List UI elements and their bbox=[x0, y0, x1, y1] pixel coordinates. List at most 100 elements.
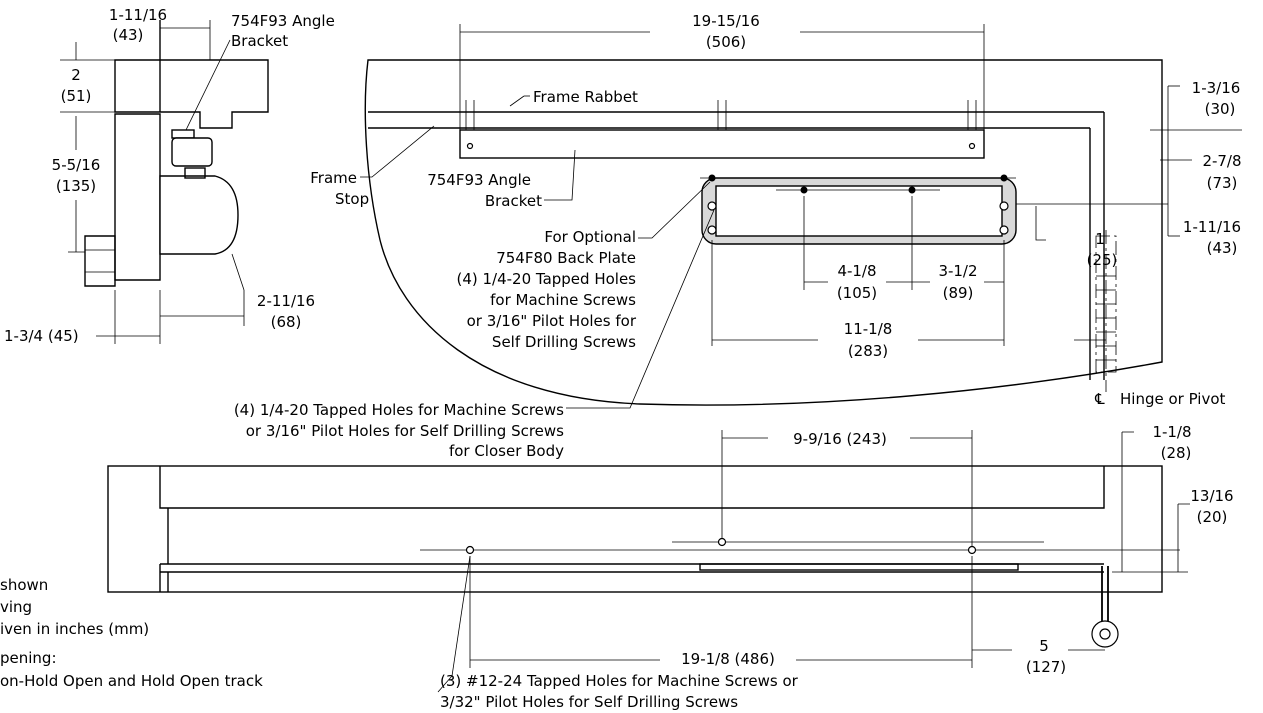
side-bracket-label-1: 754F93 Angle bbox=[231, 12, 335, 30]
top-dim-1118-in: 11-1/8 bbox=[844, 320, 893, 338]
front-pivot-stem bbox=[1101, 566, 1109, 622]
top-backplate-3: (4) 1/4-20 Tapped Holes bbox=[456, 270, 636, 288]
side-view: 1-11/16 (43) 754F93 Angle Bracket 2 (51)… bbox=[4, 6, 335, 345]
front-dim-1316-mm: (20) bbox=[1197, 508, 1228, 526]
side-dim-5516-in: 5-5/16 bbox=[52, 156, 101, 174]
top-bracket-screws bbox=[465, 100, 977, 130]
top-bracket-label-1: 754F93 Angle bbox=[427, 171, 531, 189]
closer-note-line2: or 3/16" Pilot Holes for Self Drilling S… bbox=[246, 422, 564, 440]
top-angle-bracket bbox=[459, 129, 985, 159]
front-door-left bbox=[159, 564, 169, 592]
front-dim-1316-in: 13/16 bbox=[1190, 487, 1233, 505]
top-frame-rabbet: Frame Rabbet bbox=[533, 88, 638, 106]
top-dim-278-mm: (73) bbox=[1207, 174, 1238, 192]
closer-note-line1: (4) 1/4-20 Tapped Holes for Machine Scre… bbox=[234, 401, 564, 419]
front-dim-118-mm: (28) bbox=[1161, 444, 1192, 462]
front-hole-1 bbox=[465, 545, 475, 555]
top-backplate-1: For Optional bbox=[544, 228, 636, 246]
top-dim-11116-in: 1-11/16 bbox=[1183, 218, 1241, 236]
closer-note-line3: for Closer Body bbox=[449, 442, 564, 460]
side-bottom-extension bbox=[84, 235, 116, 287]
top-dim-1316-in: 1-3/16 bbox=[1192, 79, 1241, 97]
top-dim-11116-mm: (43) bbox=[1207, 239, 1238, 257]
side-dim-2-in: 2 bbox=[71, 66, 81, 84]
front-dim-1918: 19-1/8 (486) bbox=[681, 650, 775, 668]
top-dim-width-in: 19-15/16 bbox=[692, 12, 760, 30]
top-rabbet-leader bbox=[509, 95, 525, 107]
top-backplate-leader bbox=[638, 181, 711, 239]
top-bracket-label-2: Bracket bbox=[485, 192, 542, 210]
side-pinion bbox=[184, 167, 206, 179]
side-bracket-label-2: Bracket bbox=[231, 32, 288, 50]
notes-line5: on-Hold Open and Hold Open track bbox=[0, 672, 263, 690]
top-hinge-label: Hinge or Pivot bbox=[1120, 390, 1226, 408]
top-dim-312-mm: (89) bbox=[943, 284, 974, 302]
top-bracket-hole-left bbox=[466, 142, 474, 150]
top-backplate-6: Self Drilling Screws bbox=[492, 333, 636, 351]
top-dim-418-in: 4-1/8 bbox=[837, 262, 876, 280]
top-backplate-4: for Machine Screws bbox=[490, 291, 636, 309]
front-dim-9916: 9-9/16 (243) bbox=[793, 430, 887, 448]
top-view: 19-15/16 (506) Frame Rabbet Frame Stop 7… bbox=[310, 12, 1242, 408]
top-backplate-2: 754F80 Back Plate bbox=[496, 249, 636, 267]
front-dim-5-mm: (127) bbox=[1026, 658, 1066, 676]
side-dim-21116-in: 2-11/16 bbox=[257, 292, 315, 310]
top-dim-1-leader bbox=[1035, 206, 1046, 241]
front-angle-bracket bbox=[159, 466, 1105, 509]
top-dim-1-in: 1 bbox=[1095, 230, 1105, 248]
top-bracket-hole-right bbox=[968, 142, 976, 150]
side-closer-body bbox=[159, 175, 239, 255]
notes-line1: shown bbox=[0, 576, 48, 594]
side-dim-2-mm: (51) bbox=[61, 87, 92, 105]
top-dim-1316-mm: (30) bbox=[1205, 100, 1236, 118]
top-frame-stop-1: Frame bbox=[310, 169, 357, 187]
top-frame-stop-2: Stop bbox=[335, 190, 369, 208]
closer-note-leader bbox=[566, 209, 715, 409]
side-dim-top-mm: (43) bbox=[113, 26, 144, 44]
front-dim-118-in: 1-1/8 bbox=[1152, 423, 1191, 441]
front-dim-1316-line bbox=[1177, 503, 1190, 572]
top-backplate-hole-3 bbox=[999, 201, 1009, 211]
top-dim-1118-mm: (283) bbox=[848, 342, 888, 360]
top-centerline-symbol: ℄ bbox=[1094, 390, 1105, 408]
side-dim-21116-mm: (68) bbox=[271, 313, 302, 331]
top-dim-1-mm: (25) bbox=[1087, 251, 1118, 269]
top-dim-312-in: 3-1/2 bbox=[938, 262, 977, 280]
top-dim-width-mm: (506) bbox=[706, 33, 746, 51]
notes-line2: ving bbox=[0, 598, 32, 616]
notes-line4: pening: bbox=[0, 649, 57, 667]
top-dim-418-mm: (105) bbox=[837, 284, 877, 302]
front-track bbox=[699, 563, 1019, 571]
top-closer-inner bbox=[715, 185, 1003, 237]
side-bracket-top bbox=[171, 129, 195, 139]
front-hole-2 bbox=[717, 537, 727, 547]
front-track-note-2: 3/32" Pilot Holes for Self Drilling Scre… bbox=[440, 693, 738, 711]
side-bottom-lines bbox=[85, 249, 115, 273]
top-backplate-hole-1 bbox=[707, 201, 717, 211]
side-dim-21116-leader bbox=[231, 253, 245, 291]
top-backplate-hole-2 bbox=[707, 225, 717, 235]
side-door-profile bbox=[114, 113, 161, 281]
front-view: 9-9/16 (243) 1-1/8 (28) 13/16 (20) 19-1/… bbox=[107, 423, 1234, 711]
front-dim-118-line bbox=[1121, 431, 1134, 572]
front-pivot-center bbox=[1099, 628, 1111, 640]
front-track-note-leader bbox=[437, 555, 471, 693]
top-bracket-leader bbox=[544, 149, 576, 201]
side-dim-134: 1-3/4 (45) bbox=[4, 327, 79, 345]
side-dim-5516-mm: (135) bbox=[56, 177, 96, 195]
top-backplate-5: or 3/16" Pilot Holes for bbox=[467, 312, 637, 330]
top-door-outline bbox=[364, 59, 1163, 406]
front-hole-3 bbox=[967, 545, 977, 555]
front-dim-5-in: 5 bbox=[1039, 637, 1049, 655]
front-track-note-1: (3) #12-24 Tapped Holes for Machine Scre… bbox=[440, 672, 799, 690]
top-closer-point-2 bbox=[800, 186, 808, 194]
side-dim-top-in: 1-11/16 bbox=[109, 6, 167, 24]
top-backplate-hole-4 bbox=[999, 225, 1009, 235]
closer-note: (4) 1/4-20 Tapped Holes for Machine Scre… bbox=[234, 209, 715, 460]
notes-line3: iven in inches (mm) bbox=[0, 620, 149, 638]
side-frame-header bbox=[114, 59, 269, 129]
top-frame-stop-leader bbox=[360, 125, 435, 178]
notes: shown ving iven in inches (mm) pening: o… bbox=[0, 576, 263, 690]
top-closer-point-3 bbox=[908, 186, 916, 194]
